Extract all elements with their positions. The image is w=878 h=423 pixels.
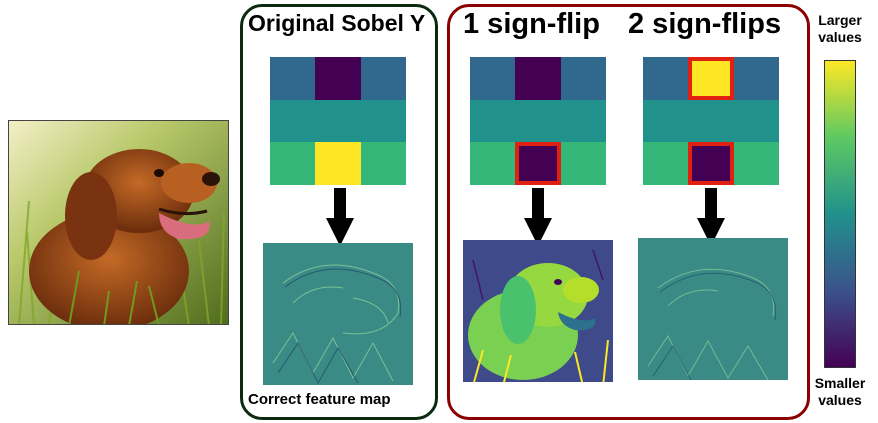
kernel-cell [733,57,779,100]
kernel-cell [270,57,316,100]
kernel-cell [315,57,361,100]
kernel-cell [470,142,516,185]
kernel-cell [515,57,561,100]
kernel-cell [315,99,361,143]
panel-original-sobel-y [240,4,438,420]
kernel-cell [733,142,779,185]
input-dog-photo [8,120,229,325]
kernel-one-flip [470,57,606,185]
kernel-cell [733,99,779,143]
feature-map-one-flip [463,240,613,382]
kernel-cell [360,142,406,185]
kernel-two-flips [643,57,779,185]
kernel-cell [360,99,406,143]
legend-smaller-line2: values [818,392,862,408]
arrow-down-icon [326,188,354,246]
kernel-cell [688,142,734,185]
kernel-cell [515,99,561,143]
kernel-cell [270,99,316,143]
panel-title-two-flips: 2 sign-flips [628,8,782,40]
arrow-down-icon [524,188,552,246]
legend-smaller-line1: Smaller [814,375,866,391]
kernel-cell [643,57,689,100]
kernel-cell [560,57,606,100]
kernel-cell [515,142,561,185]
kernel-cell [688,57,734,100]
panel-sign-flips [447,4,810,420]
kernel-cell [270,142,316,185]
kernel-cell [470,57,516,100]
kernel-cell [360,57,406,100]
caption-correct-feature-map: Correct feature map [248,391,391,408]
kernel-cell [560,142,606,185]
kernel-cell [643,142,689,185]
kernel-cell [315,142,361,185]
feature-map-correct [263,243,413,385]
legend-larger-values: Larger values [808,12,872,46]
legend-larger-line2: values [818,29,862,45]
kernel-cell [688,99,734,143]
kernel-original [270,57,406,185]
legend-smaller-values: Smaller values [806,375,874,409]
kernel-cell [470,99,516,143]
legend-larger-line1: Larger [818,12,862,28]
kernel-cell [560,99,606,143]
colorbar [824,60,856,368]
panel-title-original: Original Sobel Y [248,10,426,36]
panel-title-one-flip: 1 sign-flip [463,8,600,40]
arrow-down-icon [697,188,725,246]
kernel-cell [643,99,689,143]
feature-map-two-flips [638,238,788,380]
